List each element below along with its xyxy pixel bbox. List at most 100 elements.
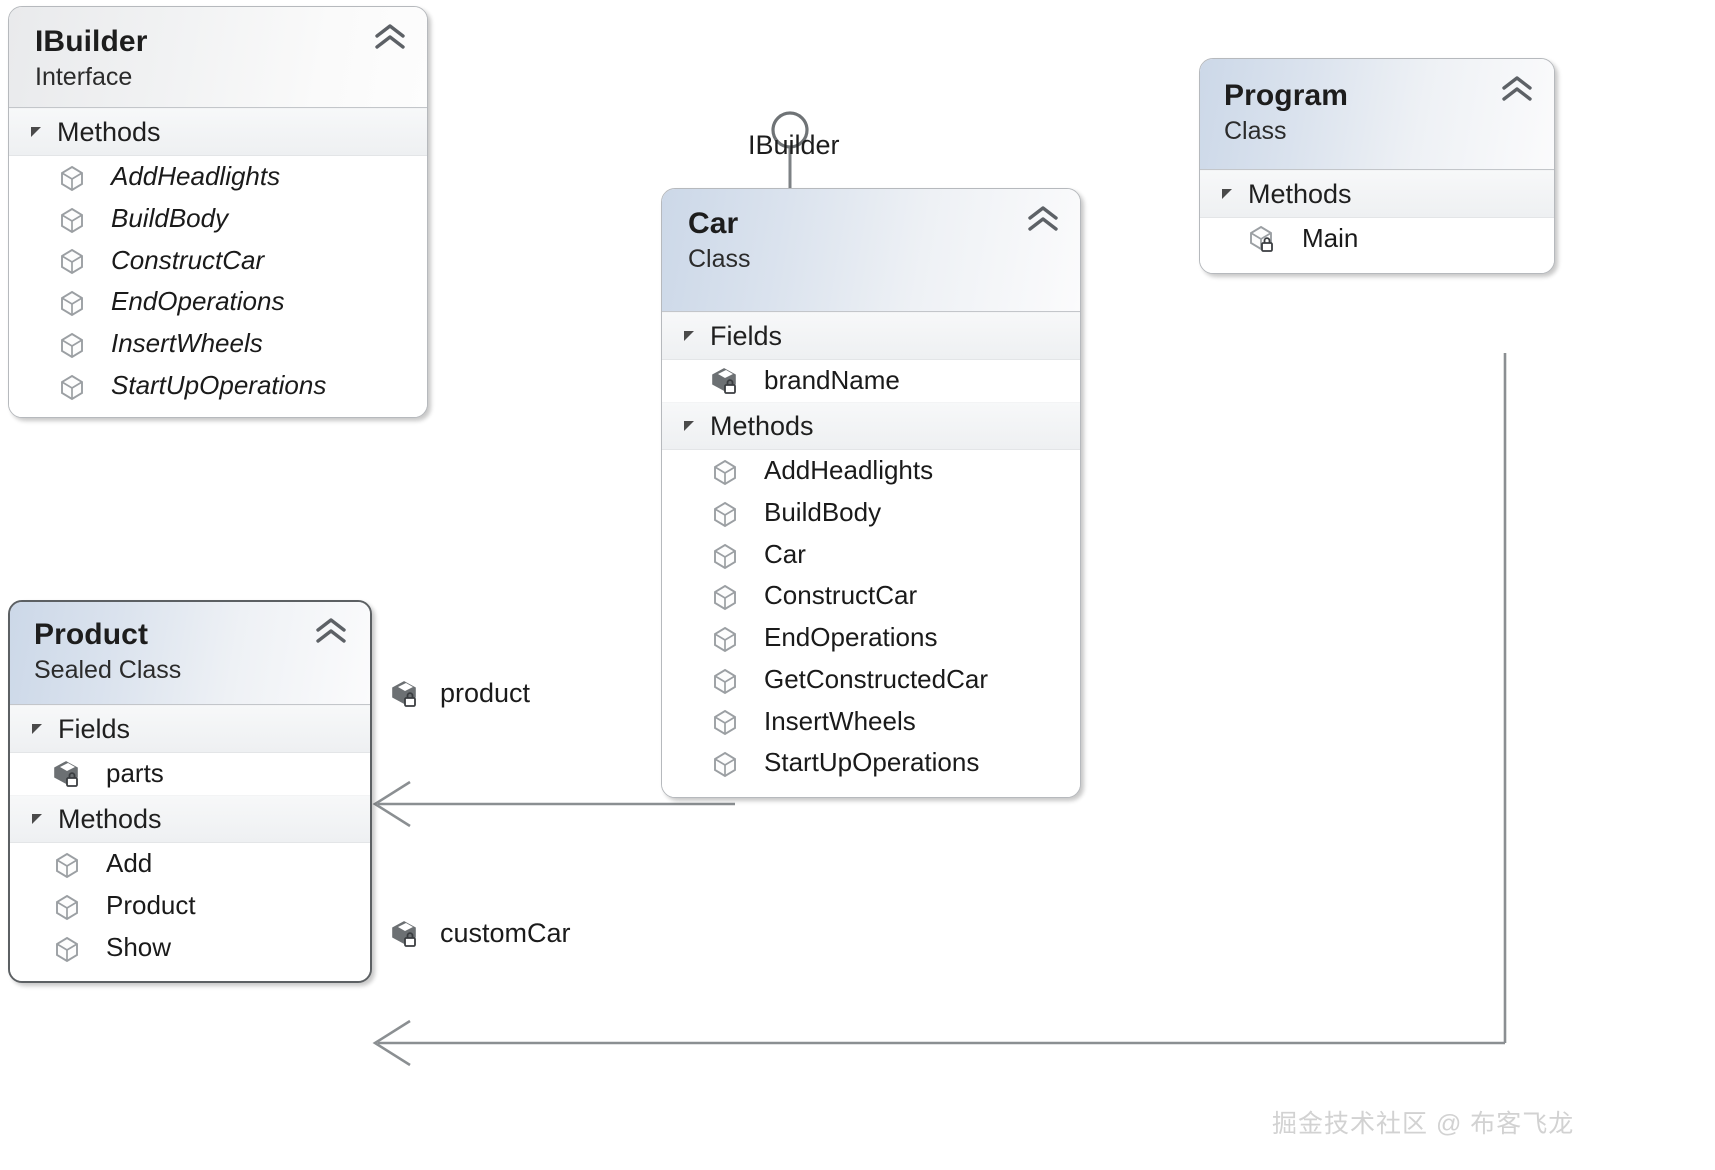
member-name: BuildBody (111, 202, 229, 233)
method-icon (708, 498, 742, 528)
member-row[interactable]: InsertWheels (9, 323, 427, 365)
method-icon (55, 204, 89, 234)
method-icon (50, 891, 84, 921)
member-name: AddHeadlights (764, 455, 934, 486)
member-row[interactable]: ConstructCar (9, 239, 427, 282)
expander-triangle-icon[interactable] (32, 723, 42, 734)
member-name: Main (1302, 223, 1359, 254)
member-row[interactable]: Car (662, 533, 1080, 576)
class-header-car: Car Class (662, 189, 1080, 312)
member-name: BuildBody (764, 496, 882, 527)
group-label: Methods (58, 803, 162, 834)
field-icon (388, 679, 422, 709)
class-header-product: Product Sealed Class (10, 602, 370, 705)
member-row[interactable]: EndOperations (662, 617, 1080, 659)
method-icon (55, 287, 89, 317)
class-header-ibuilder: IBuilder Interface (9, 7, 427, 108)
expander-triangle-icon[interactable] (32, 814, 42, 825)
member-row[interactable]: Product (10, 884, 370, 927)
assoc-label-text: customCar (440, 918, 571, 948)
uml-class-ibuilder[interactable]: IBuilder Interface Methods AddHeadlights (8, 6, 428, 419)
method-icon (708, 456, 742, 486)
assoc-label-text: product (440, 678, 531, 708)
watermark-text: 掘金技术社区 @ 布客飞龙 (1272, 1110, 1575, 1138)
group-label: Methods (57, 116, 161, 147)
member-row[interactable]: AddHeadlights (662, 450, 1080, 492)
method-icon (55, 162, 89, 192)
class-stereotype: Class (688, 244, 751, 273)
collapse-chevron-up-icon[interactable] (373, 23, 407, 53)
class-stereotype: Class (1224, 116, 1287, 145)
uml-class-product[interactable]: Product Sealed Class Fields parts (8, 600, 372, 984)
member-name: Show (106, 931, 172, 962)
uml-class-program[interactable]: Program Class Methods Main (1199, 58, 1555, 274)
expander-triangle-icon[interactable] (684, 421, 694, 432)
expander-triangle-icon[interactable] (31, 126, 41, 137)
collapse-chevron-up-icon[interactable] (1500, 75, 1534, 105)
member-name: StartUpOperations (111, 369, 327, 400)
member-row[interactable]: Show (10, 926, 370, 982)
class-stereotype: Interface (35, 62, 133, 91)
member-row[interactable]: GetConstructedCar (662, 658, 1080, 701)
method-icon (55, 329, 89, 359)
group-label: Methods (1248, 178, 1352, 209)
member-row[interactable]: EndOperations (9, 281, 427, 324)
field-icon (388, 919, 422, 949)
method-icon (708, 748, 742, 778)
method-icon (708, 540, 742, 570)
member-row[interactable]: Main (1200, 218, 1554, 273)
member-row[interactable]: BuildBody (662, 491, 1080, 534)
uml-class-car[interactable]: Car Class Fields brandName (661, 188, 1081, 798)
assoc-label-product: product (388, 678, 530, 709)
member-row[interactable]: StartUpOperations (9, 364, 427, 418)
member-name: ConstructCar (764, 580, 918, 611)
member-group-methods[interactable]: Methods (9, 107, 427, 157)
member-name: EndOperations (764, 622, 938, 653)
class-title: Car (688, 207, 739, 240)
member-name: Car (764, 538, 806, 569)
method-icon (50, 849, 84, 879)
collapse-chevron-up-icon[interactable] (1026, 205, 1060, 235)
member-row[interactable]: ConstructCar (662, 575, 1080, 618)
member-name: Add (106, 848, 153, 879)
field-icon (50, 759, 84, 789)
method-icon (708, 623, 742, 653)
member-group-methods[interactable]: Methods (662, 401, 1080, 451)
class-title: IBuilder (35, 25, 148, 58)
method-icon (55, 371, 89, 401)
member-row[interactable]: parts (10, 753, 370, 795)
expander-triangle-icon[interactable] (1222, 188, 1232, 199)
class-title: Product (34, 618, 149, 651)
member-row[interactable]: Add (10, 843, 370, 885)
member-row[interactable]: BuildBody (9, 197, 427, 240)
member-row[interactable]: StartUpOperations (662, 742, 1080, 797)
member-group-methods[interactable]: Methods (1200, 169, 1554, 219)
assoc-label-customcar: customCar (388, 918, 571, 949)
group-label: Fields (710, 320, 783, 351)
member-name: InsertWheels (764, 705, 916, 736)
member-name: parts (106, 758, 164, 789)
member-name: EndOperations (111, 286, 285, 317)
member-group-methods[interactable]: Methods (10, 794, 370, 844)
member-row[interactable]: AddHeadlights (9, 156, 427, 198)
member-name: brandName (764, 365, 900, 396)
member-row[interactable]: brandName (662, 360, 1080, 402)
class-title: Program (1224, 79, 1349, 112)
member-row[interactable]: InsertWheels (662, 700, 1080, 743)
member-group-fields[interactable]: Fields (10, 704, 370, 754)
group-label: Methods (710, 410, 814, 441)
lollipop-interface-label: IBuilder (748, 130, 840, 160)
member-group-fields[interactable]: Fields (662, 311, 1080, 361)
collapse-chevron-up-icon[interactable] (314, 617, 348, 647)
method-icon (708, 581, 742, 611)
expander-triangle-icon[interactable] (684, 330, 694, 341)
method-icon (708, 665, 742, 695)
method-icon (50, 933, 84, 963)
class-header-program: Program Class (1200, 59, 1554, 170)
member-name: GetConstructedCar (764, 663, 988, 694)
method-icon (1246, 224, 1280, 254)
member-name: Product (106, 889, 196, 920)
method-icon (55, 245, 89, 275)
method-icon (708, 706, 742, 736)
